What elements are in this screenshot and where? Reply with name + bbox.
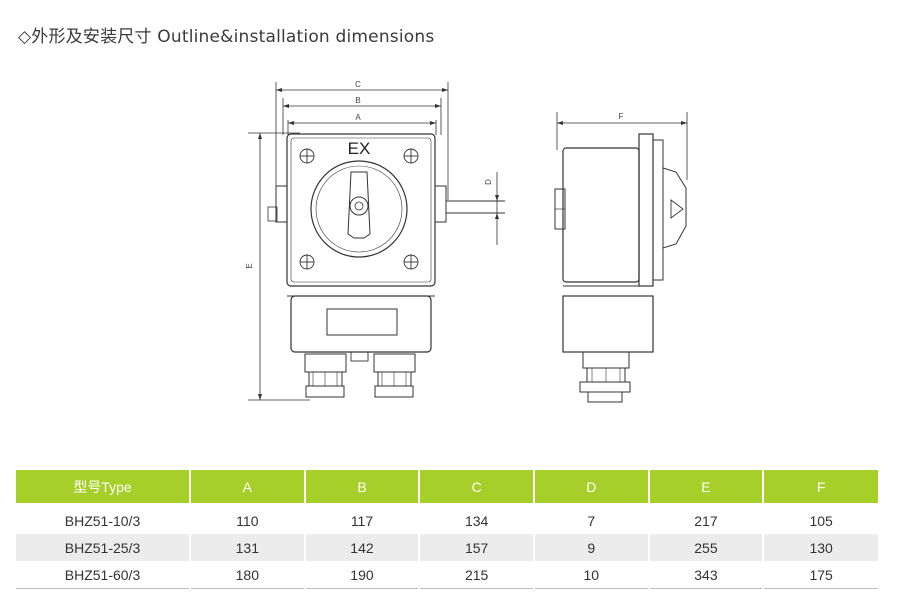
col-header-a: A xyxy=(190,470,306,503)
cell-a: 131 xyxy=(190,534,306,561)
table-row: BHZ51-10/3 110 117 134 7 217 105 xyxy=(16,503,878,534)
col-header-type: 型号Type xyxy=(16,470,191,503)
cell-e: 343 xyxy=(648,561,765,589)
spec-table: 型号Type A B C D E F BHZ51-10/3 110 117 13… xyxy=(16,470,878,589)
col-header-c: C xyxy=(419,470,535,503)
cell-e: 217 xyxy=(648,503,765,534)
cell-type: BHZ51-60/3 xyxy=(16,561,191,589)
cell-type: BHZ51-25/3 xyxy=(16,534,191,561)
cell-f: 130 xyxy=(763,534,878,561)
cell-d: 9 xyxy=(533,534,650,561)
cell-b: 117 xyxy=(304,503,421,534)
cell-f: 105 xyxy=(763,503,878,534)
cell-a: 110 xyxy=(190,503,306,534)
cell-d: 7 xyxy=(533,503,650,534)
dim-label-b: B xyxy=(355,96,360,105)
dim-label-a: A xyxy=(355,113,361,122)
cell-c: 157 xyxy=(419,534,535,561)
dim-label-d: D xyxy=(484,179,493,185)
section-heading: ◇外形及安装尺寸 Outline&installation dimensions xyxy=(18,27,435,47)
col-header-e: E xyxy=(648,470,765,503)
col-header-b: B xyxy=(304,470,421,503)
cell-b: 142 xyxy=(304,534,421,561)
ex-mark-label: EX xyxy=(348,139,371,158)
table-header-row: 型号Type A B C D E F xyxy=(16,470,878,503)
dim-label-e: E xyxy=(245,263,254,268)
table-row: BHZ51-25/3 131 142 157 9 255 130 xyxy=(16,534,878,561)
cell-e: 255 xyxy=(648,534,765,561)
cell-type: BHZ51-10/3 xyxy=(16,503,191,534)
col-header-d: D xyxy=(533,470,650,503)
cell-c: 215 xyxy=(419,561,535,589)
cell-d: 10 xyxy=(533,561,650,589)
col-header-f: F xyxy=(763,470,878,503)
dim-label-c: C xyxy=(355,80,361,89)
cell-a: 180 xyxy=(190,561,306,589)
table-row: BHZ51-60/3 180 190 215 10 343 175 xyxy=(16,561,878,589)
cell-b: 190 xyxy=(304,561,421,589)
cell-f: 175 xyxy=(763,561,878,589)
dim-label-f: F xyxy=(619,112,624,121)
dimension-drawing: C B A E EX xyxy=(245,80,688,403)
front-view: C B A E EX xyxy=(245,80,505,401)
cell-c: 134 xyxy=(419,503,535,534)
side-view: F xyxy=(554,112,688,403)
